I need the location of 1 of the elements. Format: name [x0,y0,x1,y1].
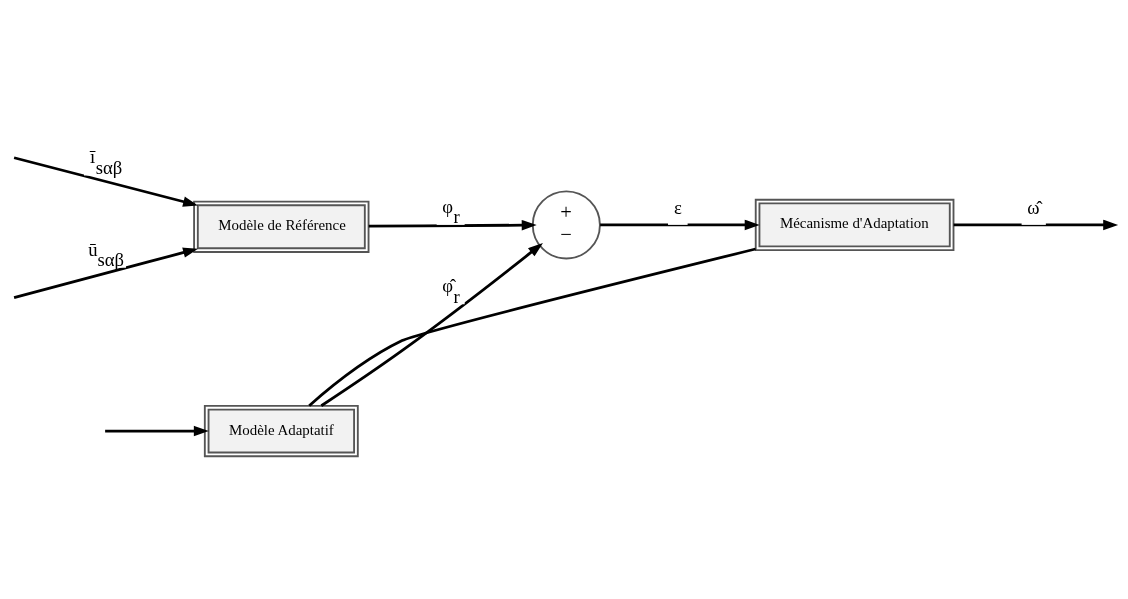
edge-label: ε [674,196,682,218]
